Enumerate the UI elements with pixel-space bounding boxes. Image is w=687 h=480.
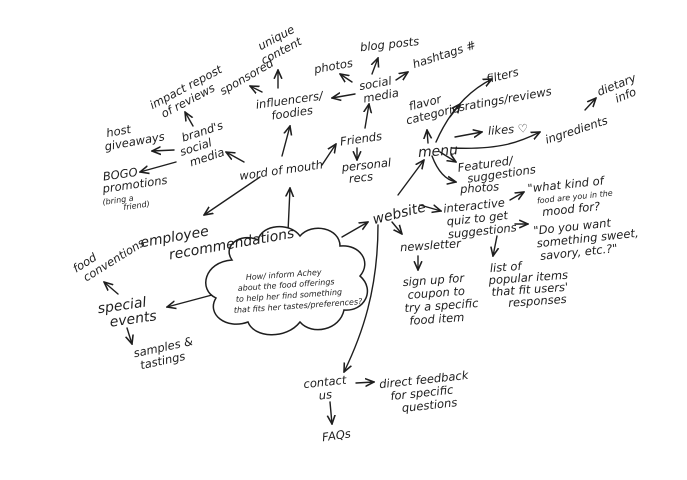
node-friends: Friends bbox=[339, 129, 383, 149]
arrow-center-to-word-of-mouth bbox=[288, 188, 290, 233]
central-question-cloud: How/ inform Achey about the food offerin… bbox=[205, 226, 369, 336]
list-line-1: list of bbox=[489, 259, 523, 275]
node-quiz-question-1: "what kind of food are you in the mood f… bbox=[527, 173, 613, 219]
events-line-1: special bbox=[97, 295, 148, 318]
list-line-2: popular items bbox=[487, 268, 568, 288]
arrow-contact-to-faqs bbox=[330, 401, 332, 424]
arrow-menu-to-flavor bbox=[427, 130, 428, 144]
bogo-line-4: friend) bbox=[123, 199, 151, 212]
quiz-line-2: quiz to get bbox=[446, 208, 509, 228]
node-website: website bbox=[371, 199, 428, 228]
node-newsletter: newsletter bbox=[400, 236, 463, 254]
feedback-line-3: questions bbox=[401, 395, 458, 415]
arrow-social-to-blog bbox=[372, 58, 378, 75]
node-filters: filters bbox=[485, 65, 520, 87]
q1-line-3: mood for? bbox=[541, 199, 600, 219]
node-social-media: social media bbox=[358, 73, 400, 106]
recs-line-2: recs bbox=[348, 169, 373, 185]
node-brands-social-media: brand's social media bbox=[178, 118, 226, 169]
arrow-website-to-menu bbox=[397, 160, 424, 196]
node-interactive-quiz: interactive quiz to get suggestions bbox=[443, 195, 518, 241]
arrow-social-to-influencers bbox=[332, 94, 356, 98]
arrow-social-to-hashtags bbox=[395, 72, 408, 81]
node-menu: menu bbox=[417, 142, 458, 161]
node-bogo-promotions: BOGO promotions (bring a friend) bbox=[101, 165, 169, 212]
arrow-events-to-samples bbox=[127, 327, 132, 344]
arrow-wom-to-influencers bbox=[281, 126, 290, 157]
arrow-filters-to-likes bbox=[454, 132, 482, 137]
contact-line-2: us bbox=[318, 387, 333, 402]
node-featured-suggestions: Featured/ suggestions bbox=[457, 153, 537, 186]
signup-line-2: coupon to bbox=[407, 284, 465, 302]
arrow-menu-to-photos bbox=[431, 155, 456, 182]
arrow-website-to-newsletter bbox=[391, 221, 402, 234]
node-photos-social: photos bbox=[312, 56, 354, 77]
arrow-influencers-to-sponsored bbox=[250, 86, 263, 92]
signup-line-3: try a specific bbox=[404, 296, 480, 315]
node-special-events: special events bbox=[97, 295, 158, 331]
node-flavor-categories: flavor categories bbox=[404, 92, 466, 128]
arrow-website-to-quiz bbox=[419, 205, 441, 211]
arrow-friends-to-social bbox=[365, 104, 369, 129]
arrow-brand-to-bogo bbox=[140, 161, 177, 172]
node-dietary-info: dietary info bbox=[595, 70, 638, 105]
signup-line-1: sign up for bbox=[402, 271, 466, 289]
node-personal-recs: personal recs bbox=[340, 155, 393, 186]
influencers-line-2: foodies bbox=[270, 103, 313, 123]
arrow-wom-to-brand bbox=[226, 152, 245, 163]
events-line-2: events bbox=[109, 308, 158, 330]
node-direct-feedback: direct feedback for specific questions bbox=[378, 368, 470, 415]
contact-line-1: contact bbox=[303, 373, 348, 391]
arrow-website-to-contact bbox=[344, 224, 379, 372]
bogo-line-3: (bring a bbox=[102, 194, 134, 207]
node-likes: likes ♡ bbox=[488, 121, 529, 138]
social-line-1: social bbox=[358, 73, 394, 93]
node-photos-menu: photos bbox=[459, 179, 500, 196]
signup-line-4: food item bbox=[409, 310, 465, 328]
social-line-2: media bbox=[362, 86, 400, 106]
node-host-giveaways: host giveaways bbox=[103, 122, 165, 154]
arrow-social-to-photos bbox=[340, 74, 353, 83]
arrow-quiz-to-list bbox=[493, 235, 497, 256]
node-hashtags: hashtags # bbox=[411, 38, 478, 72]
arrow-menu-to-featured bbox=[439, 151, 456, 162]
node-sign-up-coupon: sign up for coupon to try a specific foo… bbox=[402, 271, 480, 328]
quiz-line-1: interactive bbox=[443, 195, 506, 215]
node-quiz-question-2: "Do you want something sweet, savory, et… bbox=[533, 215, 640, 263]
node-contact-us: contact us bbox=[303, 373, 348, 403]
node-influencers-foodies: influencers/ foodies bbox=[255, 88, 325, 123]
arrow-quiz-to-q1 bbox=[509, 192, 524, 201]
list-line-3: that fit users' bbox=[491, 280, 569, 299]
cloud-shape bbox=[205, 226, 369, 336]
arrow-brand-to-repost bbox=[185, 112, 194, 127]
list-line-4: responses bbox=[508, 292, 567, 310]
arrow-ingredients-to-dietary bbox=[584, 98, 596, 111]
node-blog-posts: blog posts bbox=[359, 34, 419, 54]
arrow-wom-to-employee bbox=[204, 176, 261, 215]
arrow-wom-to-friends bbox=[321, 144, 336, 166]
node-samples-tastings: samples & tastings bbox=[132, 334, 194, 372]
recs-line-1: personal bbox=[340, 155, 393, 174]
connectors bbox=[104, 58, 596, 424]
giveaways-line-1: host bbox=[105, 122, 132, 140]
node-list-popular-items: list of popular items that fit users' re… bbox=[487, 259, 569, 310]
node-word-of-mouth: word of mouth bbox=[238, 157, 323, 183]
node-faqs: FAQs bbox=[321, 426, 352, 444]
arrow-center-to-special-events bbox=[167, 294, 213, 307]
arrow-menu-to-ingredients bbox=[451, 132, 540, 150]
node-ingredients: ingredients bbox=[543, 113, 609, 146]
arrow-brand-to-giveaways bbox=[152, 150, 175, 151]
bogo-line-1: BOGO bbox=[102, 165, 139, 184]
node-impact-repost: impact repost of reviews bbox=[147, 62, 225, 121]
arrow-filters-to-ratings bbox=[449, 104, 460, 118]
arrow-contact-to-feedback bbox=[355, 382, 374, 383]
arrow-center-to-website bbox=[341, 222, 368, 238]
node-food-conventions: food conventions bbox=[70, 235, 147, 284]
feedback-line-2: for specific bbox=[390, 382, 455, 403]
arrow-events-to-conventions bbox=[104, 282, 119, 295]
